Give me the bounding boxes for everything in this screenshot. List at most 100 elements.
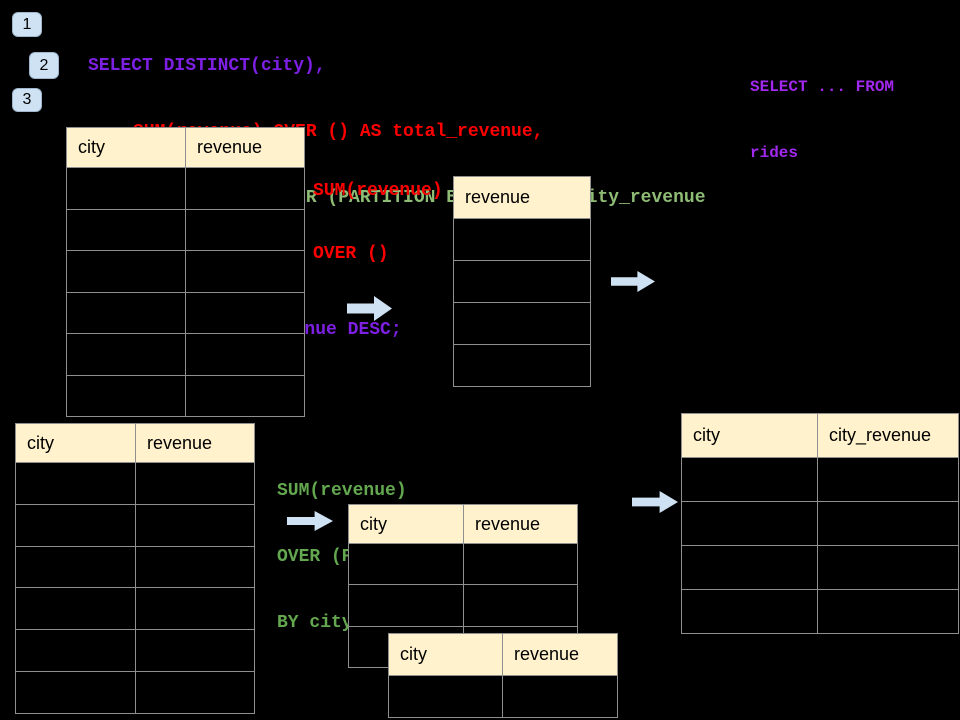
- snippet-line-2: rides: [750, 144, 799, 162]
- empty-cell: [136, 588, 255, 631]
- table-row: [454, 261, 591, 303]
- empty-cell: [464, 544, 578, 586]
- empty-cell: [454, 261, 591, 303]
- table-row: [389, 676, 618, 718]
- table-header-row: revenue: [454, 177, 591, 219]
- empty-cell: [136, 463, 255, 505]
- step-badge-3: 3: [12, 88, 42, 112]
- empty-cell: [454, 345, 591, 387]
- empty-cell: [682, 458, 818, 502]
- empty-cell: [818, 590, 959, 634]
- table-row: [67, 375, 305, 417]
- table-row: [67, 209, 305, 251]
- empty-cell: [186, 251, 305, 293]
- empty-cell: [186, 168, 305, 210]
- table-row: [16, 671, 255, 714]
- select-from-rides-snippet: SELECT ... FROM rides: [750, 32, 894, 208]
- table-row: [682, 546, 959, 590]
- empty-cell: [349, 544, 464, 586]
- flow-arrow-partition-result-icon: [632, 491, 678, 513]
- empty-cell: [136, 504, 255, 547]
- step-badge-2-label: 2: [39, 56, 49, 74]
- snippet-line-1: SELECT ... FROM: [750, 78, 895, 96]
- empty-cell: [67, 334, 186, 376]
- empty-cell: [67, 375, 186, 417]
- table-row: [16, 588, 255, 631]
- table-row: [682, 590, 959, 634]
- column-header-revenue: revenue: [503, 634, 618, 676]
- empty-cell: [67, 168, 186, 210]
- table-row: [682, 458, 959, 502]
- empty-cell: [136, 546, 255, 589]
- empty-cell: [454, 303, 591, 345]
- empty-cell: [67, 251, 186, 293]
- sql-line-select: SELECT DISTINCT(city),: [88, 56, 326, 76]
- empty-cell: [454, 219, 591, 261]
- step-badge-2: 2: [29, 52, 59, 79]
- empty-cell: [818, 502, 959, 546]
- empty-cell: [464, 585, 578, 627]
- table-row: [67, 292, 305, 334]
- column-header-revenue: revenue: [136, 424, 255, 463]
- column-header-city_revenue: city_revenue: [818, 414, 959, 458]
- sum-over-label-line-1: SUM(revenue): [313, 181, 443, 201]
- empty-cell: [16, 630, 136, 672]
- empty-cell: [16, 588, 136, 631]
- sum-over-label-line-2: OVER (): [313, 244, 389, 264]
- table-row: [67, 251, 305, 293]
- column-header-revenue: revenue: [186, 128, 305, 168]
- column-header-city: city: [67, 128, 186, 168]
- table-row: [349, 544, 578, 586]
- table-row: [454, 303, 591, 345]
- table-row: [16, 463, 255, 505]
- column-header-city: city: [16, 424, 136, 463]
- empty-cell: [682, 590, 818, 634]
- step-badge-1-label: 1: [22, 15, 32, 33]
- sum-over-label: SUM(revenue) OVER (): [313, 139, 443, 307]
- empty-cell: [67, 292, 186, 334]
- empty-cell: [16, 671, 136, 714]
- empty-cell: [136, 630, 255, 672]
- empty-cell: [186, 375, 305, 417]
- table-row: [454, 345, 591, 387]
- column-header-city: city: [682, 414, 818, 458]
- step-badge-1: 1: [12, 12, 42, 37]
- table-row: [67, 334, 305, 376]
- table-total-revenue-result: revenue: [453, 176, 591, 387]
- table-row: [454, 219, 591, 261]
- empty-cell: [16, 463, 136, 505]
- empty-cell: [136, 671, 255, 714]
- empty-cell: [349, 585, 464, 627]
- column-header-city: city: [389, 634, 503, 676]
- empty-cell: [503, 676, 618, 718]
- table-row: [349, 585, 578, 627]
- empty-cell: [186, 334, 305, 376]
- table-row: [682, 502, 959, 546]
- empty-cell: [818, 458, 959, 502]
- empty-cell: [682, 502, 818, 546]
- empty-cell: [682, 546, 818, 590]
- empty-cell: [186, 292, 305, 334]
- column-header-revenue: revenue: [464, 505, 578, 544]
- column-header-city: city: [349, 505, 464, 544]
- column-header-revenue: revenue: [454, 177, 591, 219]
- step-badge-3-label: 3: [22, 91, 32, 108]
- table-row: [16, 546, 255, 589]
- empty-cell: [67, 209, 186, 251]
- table-row: [16, 504, 255, 547]
- empty-cell: [389, 676, 503, 718]
- empty-cell: [16, 504, 136, 547]
- table-row: [67, 168, 305, 210]
- table-row: [16, 630, 255, 672]
- empty-cell: [818, 546, 959, 590]
